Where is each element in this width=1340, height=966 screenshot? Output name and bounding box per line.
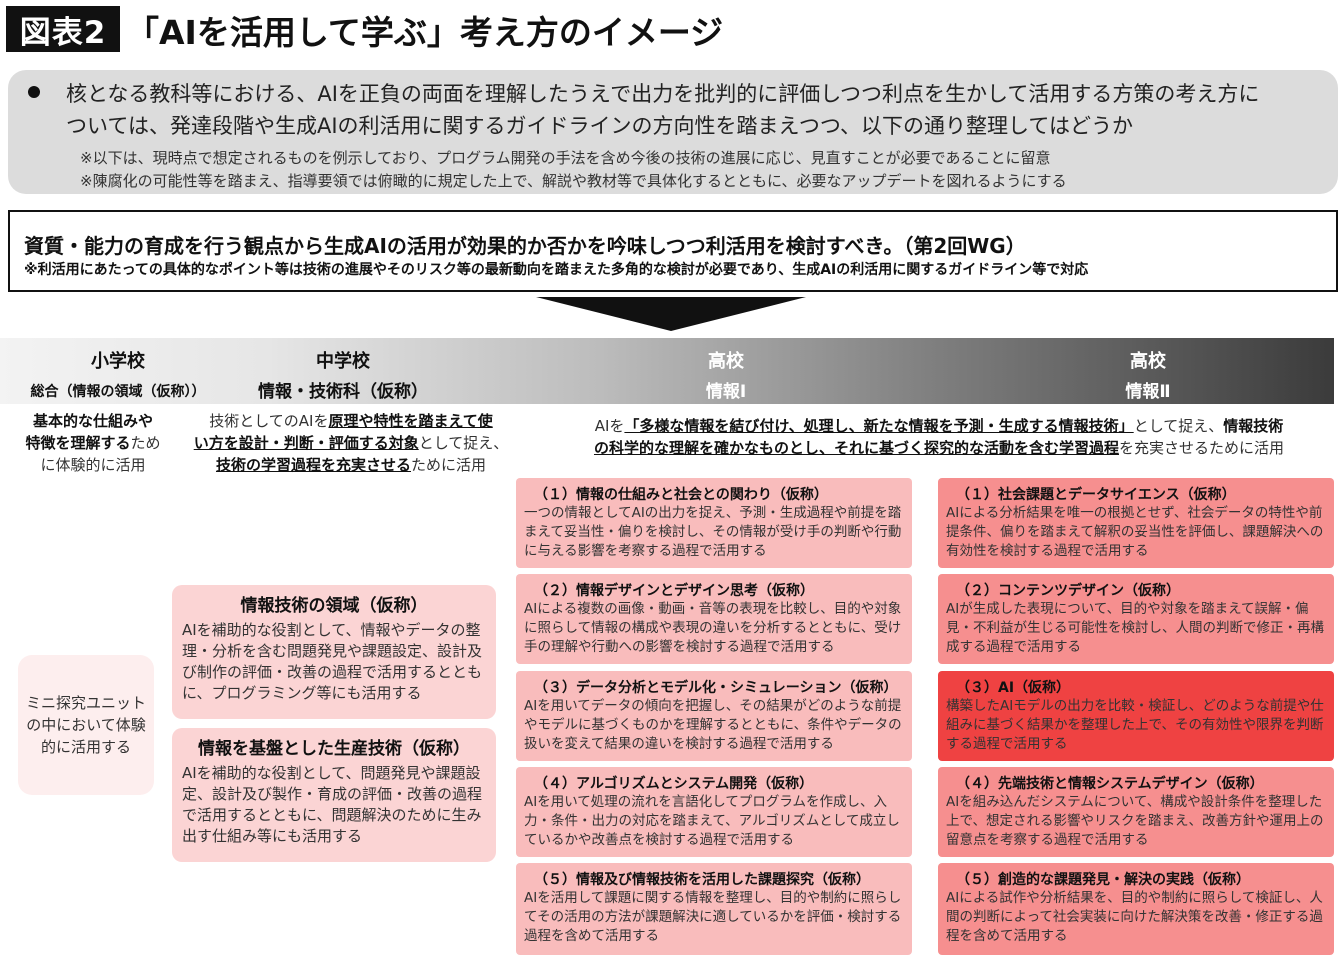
info1-box-body: AIを用いて処理の流れを言語化してプログラムを作成し、入力・条件・出力の対応を踏… bbox=[524, 794, 900, 848]
header-junior: 中学校 情報・技術科（仮称） bbox=[238, 347, 448, 402]
info2-box-body: AIによる試作や分析結果を、目的や制約に照らして検証し、人間の判断によって社会実… bbox=[946, 890, 1323, 944]
junior-box-info-tech: 情報技術の領域（仮称） AIを補助的な役割として、情報やデータの整理・分析を含む… bbox=[172, 585, 496, 719]
info1-box-title: （２）情報デザインとデザイン思考（仮称） bbox=[534, 583, 814, 599]
elementary-description: 基本的な仕組みや 特徴を理解するため に体験的に活用 bbox=[14, 410, 172, 476]
junior-box-title: 情報を基盤とした生産技術（仮称） bbox=[198, 739, 470, 759]
info1-box-body: AIを用いてデータの傾向を把握し、その結果がどのような前提やモデルに基づくものか… bbox=[524, 698, 902, 752]
high-desc-text-3: を充実させるために活用 bbox=[1119, 439, 1285, 457]
key-statement-box bbox=[8, 210, 1338, 292]
high-desc-underline-2: の科学的な理解を確かなものとし、それに基づく探究的な活動を含む学習過程 bbox=[593, 439, 1119, 457]
info1-box-title: （３）データ分析とモデル化・シミュレーション（仮称） bbox=[534, 680, 898, 696]
info2-box-title: （１）社会課題とデータサイエンス（仮称） bbox=[956, 487, 1236, 503]
info2-box-title: （４）先端技術と情報システムデザイン（仮称） bbox=[956, 776, 1264, 792]
header-elementary-subject: 総合（情報の領域（仮称）） bbox=[30, 384, 206, 400]
info2-box-body: 構築したAIモデルの出力を比較・検証し、どのような前提や仕組みに基づく結果かを整… bbox=[946, 698, 1324, 752]
info1-box-1: （１）情報の仕組みと社会との関わり（仮称） 一つの情報としてAIの出力を捉え、予… bbox=[516, 478, 912, 568]
elementary-unit-box: ミニ探究ユニットの中において体験的に活用する bbox=[18, 655, 154, 795]
high-desc-underline-1: 「多様な情報を結び付け、処理し、新たな情報を予測・生成する情報技術」 bbox=[624, 417, 1134, 435]
high-desc-text-2: として捉え、 bbox=[1133, 417, 1224, 435]
elementary-desc-text-1: ため bbox=[130, 434, 161, 452]
info2-box-title: （２）コンテンツデザイン（仮称） bbox=[956, 583, 1180, 599]
elementary-desc-text-2: に体験的に活用 bbox=[40, 456, 146, 474]
info1-box-4: （４）アルゴリズムとシステム開発（仮称） AIを用いて処理の流れを言語化してプロ… bbox=[516, 767, 912, 857]
info2-box-5: （５）創造的な課題発見・解決の実践（仮称） AIによる試作や分析結果を、目的や制… bbox=[938, 863, 1334, 955]
header-high-info1: 高校 情報Ⅰ bbox=[636, 347, 816, 402]
junior-description: 技術としてのAIを原理や特性を踏まえて使 い方を設計・判断・評価する対象として捉… bbox=[184, 410, 518, 476]
page-title: 「AIを活用して学ぶ」考え方のイメージ bbox=[126, 13, 724, 52]
header-high-info2: 高校 情報Ⅱ bbox=[1058, 347, 1238, 402]
info1-box-3: （３）データ分析とモデル化・シミュレーション（仮称） AIを用いてデータの傾向を… bbox=[516, 671, 912, 761]
info2-box-title: （５）創造的な課題発見・解決の実践（仮称） bbox=[956, 872, 1250, 888]
junior-desc-text-2: として捉え、 bbox=[418, 434, 509, 452]
summary-line-2: ついては、発達段階や生成AIの利活用に関するガイドラインの方向性を踏まえつつ、以… bbox=[66, 114, 1133, 138]
info1-box-body: 一つの情報としてAIの出力を捉え、予測・生成過程や前提を踏まえて妥当性・偏りを検… bbox=[524, 505, 902, 559]
header-junior-subject: 情報・技術科（仮称） bbox=[258, 382, 428, 402]
info2-box-body: AIによる分析結果を唯一の根拠とせず、社会データの特性や前提条件、偏りを踏まえて… bbox=[946, 505, 1324, 559]
info1-box-2: （２）情報デザインとデザイン思考（仮称） AIによる複数の画像・動画・音等の表現… bbox=[516, 574, 912, 664]
junior-box-body: AIを補助的な役割として、問題発見や課題設定、設計及び製作・育成の評価・改善の過… bbox=[182, 764, 483, 845]
junior-desc-underline-3: 技術の学習過程を充実させる bbox=[215, 456, 411, 474]
summary-line-1: 核となる教科等における、AIを正負の両面を理解したうえで出力を批判的に評価しつつ… bbox=[66, 82, 1260, 106]
junior-desc-underline-2: い方を設計・判断・評価する対象 bbox=[193, 434, 419, 452]
figure-tag: 図表2 bbox=[6, 6, 120, 52]
info2-box-body: AIを組み込んだシステムについて、構成や設計条件を整理した上で、想定される影響や… bbox=[946, 794, 1324, 848]
bullet-dot-icon bbox=[28, 86, 40, 98]
info1-box-5: （５）情報及び情報技術を活用した課題探究（仮称） AIを活用して課題に関する情報… bbox=[516, 863, 912, 955]
info1-box-title: （４）アルゴリズムとシステム開発（仮称） bbox=[534, 776, 814, 792]
header-elementary-level: 小学校 bbox=[91, 351, 145, 372]
elementary-desc-bold-2: 特徴を理解する bbox=[25, 434, 131, 452]
summary-panel bbox=[8, 70, 1338, 194]
info1-box-title: （１）情報の仕組みと社会との関わり（仮称） bbox=[534, 487, 828, 503]
info2-box-1: （１）社会課題とデータサイエンス（仮称） AIによる分析結果を唯一の根拠とせず、… bbox=[938, 478, 1334, 568]
high-desc-text-1: AIを bbox=[594, 417, 625, 435]
header-junior-level: 中学校 bbox=[316, 351, 370, 372]
info1-box-body: AIを活用して課題に関する情報を整理し、目的や制約に照らしてその活用の方法が課題… bbox=[524, 890, 902, 944]
info2-box-title: （３）AI（仮称） bbox=[956, 680, 1071, 696]
header-elementary: 小学校 総合（情報の領域（仮称）） bbox=[18, 347, 218, 401]
header-high-info2-level: 高校 bbox=[1130, 351, 1166, 372]
header-high-info1-level: 高校 bbox=[708, 351, 744, 372]
high-desc-bold-1: 情報技術 bbox=[1223, 417, 1284, 435]
junior-desc-text-3: ために活用 bbox=[411, 456, 487, 474]
summary-note-2: ※陳腐化の可能性等を踏まえ、指導要領では俯瞰的に規定した上で、解説や教材等で具体… bbox=[80, 172, 1067, 190]
info2-box-2: （２）コンテンツデザイン（仮称） AIが生成した表現について、目的や対象を踏まえ… bbox=[938, 574, 1334, 664]
elementary-desc-bold-1: 基本的な仕組みや bbox=[32, 412, 153, 430]
high-school-description: AIを「多様な情報を結び付け、処理し、新たな情報を予測・生成する情報技術」として… bbox=[556, 415, 1322, 459]
summary-note-1: ※以下は、現時点で想定されるものを例示しており、プログラム開発の手法を含め今後の… bbox=[80, 149, 1051, 167]
junior-box-production-tech: 情報を基盤とした生産技術（仮称） AIを補助的な役割として、問題発見や課題設定、… bbox=[172, 728, 496, 862]
header-high-info1-subject: 情報Ⅰ bbox=[705, 382, 747, 402]
key-statement: 資質・能力の育成を行う観点から生成AIの活用が効果的か否かを吟味しつつ利活用を検… bbox=[24, 234, 1026, 258]
junior-box-title: 情報技術の領域（仮称） bbox=[240, 596, 428, 616]
down-arrow-icon bbox=[536, 297, 806, 331]
junior-desc-text-1: 技術としてのAIを bbox=[209, 412, 329, 430]
info1-box-body: AIによる複数の画像・動画・音等の表現を比較し、目的や対象に照らして情報の構成や… bbox=[524, 601, 902, 655]
junior-desc-underline-1: 原理や特性を踏まえて使 bbox=[328, 412, 493, 430]
info2-box-4: （４）先端技術と情報システムデザイン（仮称） AIを組み込んだシステムについて、… bbox=[938, 767, 1334, 857]
info2-box-body: AIが生成した表現について、目的や対象を踏まえて誤解・偏見・不利益が生じる可能性… bbox=[946, 601, 1324, 655]
info1-box-title: （５）情報及び情報技術を活用した課題探究（仮称） bbox=[534, 872, 870, 888]
header-high-info2-subject: 情報Ⅱ bbox=[1125, 382, 1171, 402]
key-statement-note: ※利活用にあたっての具体的なポイント等は技術の進展やそのリスク等の最新動向を踏ま… bbox=[24, 262, 1089, 278]
junior-box-body: AIを補助的な役割として、情報やデータの整理・分析を含む問題発見や課題設定、設計… bbox=[182, 621, 483, 702]
school-level-header-band bbox=[0, 338, 1334, 404]
info2-box-3: （３）AI（仮称） 構築したAIモデルの出力を比較・検証し、どのような前提や仕組… bbox=[938, 671, 1334, 761]
